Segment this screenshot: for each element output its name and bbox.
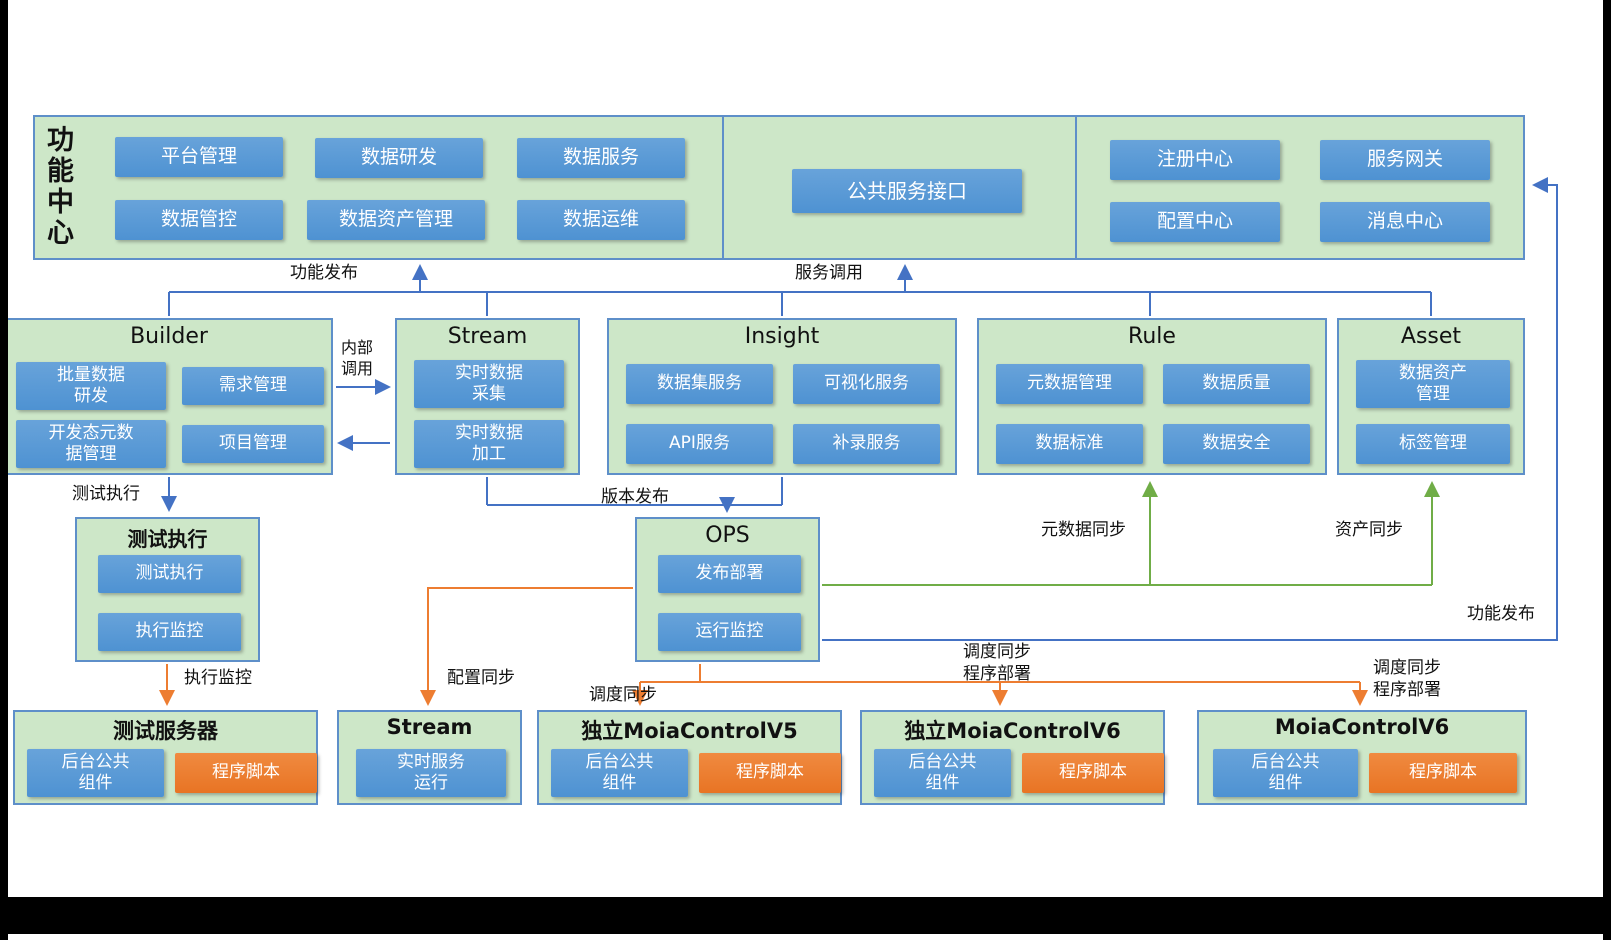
moia-v6-title: 独立MoiaControlV6 (904, 719, 1121, 743)
batch-data-dev-node: 批量数据研发 (16, 362, 166, 410)
label-schedule-sync-deploy-1: 调度同步 程序部署 (963, 641, 1031, 685)
label-service-call: 服务调用 (795, 263, 863, 283)
insight-title: Insight (744, 324, 820, 349)
requirement-mgmt-node: 需求管理 (182, 367, 324, 405)
data-ops-node: 数据运维 (517, 200, 685, 240)
rule-module-box: Rule 元数据管理 数据质量 数据标准 数据安全 (977, 318, 1327, 475)
asset-module-box: Asset 数据资产管理 标签管理 (1337, 318, 1525, 475)
program-script: 程序脚本 (699, 753, 841, 793)
realtime-service-run-node: 实时服务运行 (356, 749, 506, 797)
backend-common-component: 后台公共组件 (551, 749, 688, 797)
label-schedule-sync-line: 调度同步 (963, 642, 1031, 662)
service-gateway-node: 服务网关 (1320, 140, 1490, 180)
test-exec-box: 测试执行 测试执行 执行监控 (75, 517, 260, 662)
letterbox-right (1603, 0, 1611, 940)
public-service-api-node: 公共服务接口 (792, 169, 1022, 213)
letterbox-bottom (0, 897, 1611, 934)
label-function-publish: 功能发布 (290, 263, 358, 283)
label-function-publish-right: 功能发布 (1467, 604, 1535, 624)
backend-common-component: 后台公共组件 (1213, 749, 1358, 797)
data-service-node: 数据服务 (517, 138, 685, 178)
project-mgmt-node: 项目管理 (182, 425, 324, 463)
moia-v6-box: 独立MoiaControlV6 后台公共组件 程序脚本 (860, 710, 1165, 805)
stream-title: Stream (447, 324, 528, 349)
program-script: 程序脚本 (1369, 753, 1517, 793)
data-dev-node: 数据研发 (315, 138, 483, 178)
letterbox-left (0, 0, 8, 940)
metadata-mgmt-node: 元数据管理 (996, 364, 1143, 404)
label-internal-call: 内部调用 (341, 338, 374, 378)
deploy-release-node: 发布部署 (658, 555, 801, 593)
label-schedule-sync-deploy-2: 调度同步 程序部署 (1373, 657, 1441, 701)
label-test-exec: 测试执行 (72, 484, 140, 504)
stream-server-title: Stream (386, 715, 473, 739)
data-asset-mgmt-node: 数据资产管理 (307, 200, 485, 240)
visualization-service-node: 可视化服务 (793, 364, 940, 404)
function-center-box: 功能中心 平台管理 数据研发 数据服务 数据管控 数据资产管理 数据运维 公共服… (33, 115, 1525, 260)
asset-data-asset-mgmt-node: 数据资产管理 (1356, 360, 1510, 408)
moia-v5-box: 独立MoiaControlV5 后台公共组件 程序脚本 (537, 710, 842, 805)
label-config-sync: 配置同步 (447, 668, 515, 688)
moia-control-v6-title: MoiaControlV6 (1274, 715, 1450, 739)
ops-title: OPS (705, 523, 750, 548)
function-center-title: 功能中心 (47, 125, 74, 250)
test-server-box: 测试服务器 后台公共组件 程序脚本 (13, 710, 318, 805)
builder-module-box: Builder 批量数据研发 需求管理 开发态元数据管理 项目管理 (5, 318, 333, 475)
runtime-monitor-node: 运行监控 (658, 613, 801, 651)
stream-module-box: Stream 实时数据采集 实时数据加工 (395, 318, 580, 475)
api-service-node: API服务 (626, 424, 773, 464)
dev-metadata-mgmt-node: 开发态元数据管理 (16, 420, 166, 468)
backend-common-component: 后台公共组件 (27, 749, 164, 797)
message-center-node: 消息中心 (1320, 202, 1490, 242)
ops-box: OPS 发布部署 运行监控 (635, 517, 820, 662)
program-script: 程序脚本 (1022, 753, 1164, 793)
program-script: 程序脚本 (175, 753, 317, 793)
dataset-service-node: 数据集服务 (626, 364, 773, 404)
rule-title: Rule (1128, 324, 1176, 349)
data-standard-node: 数据标准 (996, 424, 1143, 464)
supplement-service-node: 补录服务 (793, 424, 940, 464)
realtime-data-process-node: 实时数据加工 (414, 420, 564, 468)
label-schedule-sync-line: 调度同步 (1373, 658, 1441, 678)
builder-title: Builder (130, 324, 208, 349)
tag-mgmt-node: 标签管理 (1356, 424, 1510, 464)
test-exec-node: 测试执行 (98, 555, 241, 593)
label-program-deploy-line: 程序部署 (1373, 680, 1441, 701)
platform-mgmt-node: 平台管理 (115, 137, 283, 177)
data-security-node: 数据安全 (1163, 424, 1310, 464)
label-program-deploy-line: 程序部署 (963, 664, 1031, 685)
backend-common-component: 后台公共组件 (874, 749, 1011, 797)
exec-monitor-node: 执行监控 (98, 613, 241, 651)
stream-server-box: Stream 实时服务运行 (337, 710, 522, 805)
registry-center-node: 注册中心 (1110, 140, 1280, 180)
test-exec-box-title: 测试执行 (127, 527, 208, 551)
label-schedule-sync: 调度同步 (589, 685, 657, 705)
test-server-title: 测试服务器 (113, 719, 218, 743)
asset-title: Asset (1400, 324, 1462, 349)
label-asset-sync: 资产同步 (1335, 520, 1403, 540)
data-governance-node: 数据管控 (115, 200, 283, 240)
data-quality-node: 数据质量 (1163, 364, 1310, 404)
moia-v5-title: 独立MoiaControlV5 (581, 719, 798, 743)
insight-module-box: Insight 数据集服务 可视化服务 API服务 补录服务 (607, 318, 957, 475)
label-exec-monitor: 执行监控 (184, 668, 252, 688)
config-center-node: 配置中心 (1110, 202, 1280, 242)
top-box-divider-1 (722, 117, 724, 258)
moia-control-v6-box: MoiaControlV6 后台公共组件 程序脚本 (1197, 710, 1527, 805)
label-version-release: 版本发布 (601, 487, 669, 507)
top-box-divider-2 (1075, 117, 1077, 258)
label-metadata-sync: 元数据同步 (1041, 520, 1126, 540)
realtime-data-collect-node: 实时数据采集 (414, 360, 564, 408)
